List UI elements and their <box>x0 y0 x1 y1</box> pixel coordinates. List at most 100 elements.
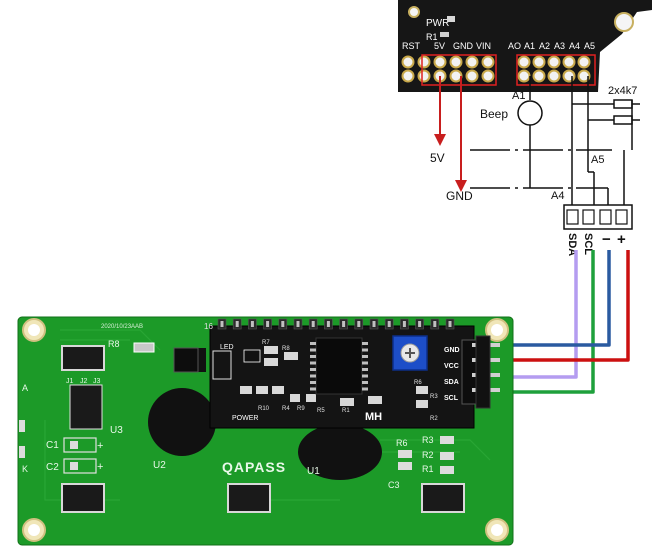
arduino-header-pin <box>449 69 463 83</box>
gnd-wire <box>472 250 611 347</box>
arduino-header-pin <box>433 55 447 69</box>
power-pins-highlight <box>421 54 497 86</box>
arduino-header-pin <box>532 55 546 69</box>
pin-label-5v: 5V <box>434 41 445 51</box>
backpack-header-pin-core <box>281 321 285 327</box>
lcd-silk-c3: C3 <box>388 480 400 490</box>
u3-chip <box>69 384 103 430</box>
header-label-sda: SDA <box>444 379 459 386</box>
chip-pin <box>310 342 316 345</box>
smd-pad <box>440 436 454 444</box>
backpack-smd <box>306 394 316 402</box>
backpack-header-pin-core <box>235 321 239 327</box>
arduino-header-pin <box>562 55 576 69</box>
arduino-board: PWR R1 RST 5V GND VIN AO A1 A2 A3 A4 A5 <box>398 0 652 92</box>
backpack-silk-r6: R6 <box>414 380 422 386</box>
arduino-header-pin <box>417 55 431 69</box>
connector-label-scl: SCL <box>582 233 594 255</box>
smd-pad <box>398 450 412 458</box>
i2c-side-header <box>461 339 477 405</box>
connector-pin-scl <box>582 209 595 225</box>
backpack-smd <box>240 386 252 394</box>
pin-label-a4: A4 <box>569 41 580 51</box>
c2-capacitor <box>63 458 97 474</box>
arduino-header-pin <box>417 69 431 83</box>
pin-label-gnd: GND <box>453 41 474 51</box>
arduino-header-pin <box>517 69 531 83</box>
chip-pin <box>310 387 316 391</box>
smd-pad <box>440 452 454 460</box>
r1-resistor <box>440 32 449 37</box>
backpack-header-pin-core <box>372 321 376 327</box>
smd-pad <box>440 466 454 474</box>
backpack-silk-r8: R8 <box>282 346 290 352</box>
backpack-silk-power: POWER <box>232 415 258 422</box>
lcd-silk-j3: J3 <box>93 378 101 385</box>
schematic: 5V GND A1 Beep A4 A5 2x4k7 <box>430 76 640 256</box>
backpack-smd <box>284 352 298 360</box>
arduino-header-pin <box>401 69 415 83</box>
c1-capacitor <box>63 437 97 453</box>
pin-label-a2: A2 <box>539 41 550 51</box>
header-label-vcc: VCC <box>444 363 459 370</box>
resistor-label: 2x4k7 <box>608 85 637 97</box>
pullup-resistor-1 <box>613 99 633 109</box>
chip-pin <box>362 374 368 378</box>
gnd-arrow-head <box>455 180 467 192</box>
i2c-backpack: 16 LED R7 R8 P3 POWER R10 R4 R9 R5 R1 R2… <box>173 318 500 429</box>
lcd-silk-r3: R3 <box>422 435 434 445</box>
backpack-header-pin-core <box>250 321 254 327</box>
pin-label-a3: A3 <box>554 41 565 51</box>
lcd-silk-j2: J2 <box>80 378 88 385</box>
backpack-silk-r5: R5 <box>317 408 325 414</box>
connector-label-minus: − <box>602 231 611 248</box>
c1-pad <box>70 441 78 449</box>
lcd-silk-j1: J1 <box>66 378 74 385</box>
backpack-smd <box>416 386 428 394</box>
lcd-silk-c2: C2 <box>46 462 59 473</box>
board-mounting-hole <box>614 12 634 32</box>
lcd-mounting-hole-center <box>28 324 40 336</box>
backpack-silk-led: LED <box>220 344 234 351</box>
pin-label-rst: RST <box>402 41 421 51</box>
backpack-silk-r10: R10 <box>258 406 270 412</box>
lcd-silk-c2-plus: + <box>97 461 103 473</box>
connector-pin-gnd <box>599 209 612 225</box>
backpack-smd <box>243 349 261 363</box>
arduino-header-pin <box>547 69 561 83</box>
i2c-header-housing <box>475 335 491 409</box>
side-pin-a <box>19 420 25 432</box>
arduino-header-pin <box>481 55 495 69</box>
pwr-led <box>447 16 455 22</box>
arduino-header-pin <box>481 69 495 83</box>
5v-label: 5V <box>430 151 445 165</box>
backpack-smd <box>272 386 284 394</box>
backpack-silk-r7: R7 <box>262 340 270 346</box>
arduino-header-pin <box>562 69 576 83</box>
board-mounting-hole <box>408 6 420 18</box>
connector-pin-sda <box>566 209 579 225</box>
chip-pin <box>310 368 316 371</box>
connector-label-plus: + <box>617 231 626 248</box>
arduino-header-pin <box>465 55 479 69</box>
arduino-pin-headers <box>401 55 591 83</box>
lcd-silk-c1: C1 <box>46 440 59 451</box>
chip-pin <box>362 361 368 365</box>
u1-chip-blob <box>298 424 382 480</box>
lcd-leg <box>61 345 105 371</box>
arduino-header-pin <box>577 55 591 69</box>
backpack-smd <box>368 396 382 404</box>
backpack-smd <box>290 394 300 402</box>
backpack-silk-16: 16 <box>204 322 213 331</box>
backpack-silk-r2: R2 <box>430 416 438 422</box>
arduino-header-pin <box>577 69 591 83</box>
backpack-header-pin-core <box>448 321 452 327</box>
backpack-silk-r1: R1 <box>342 408 350 414</box>
chip-pin <box>310 381 316 384</box>
backpack-smd <box>264 346 278 354</box>
lcd-leg <box>227 483 271 513</box>
lcd-silk-u2: U2 <box>153 460 166 471</box>
arduino-header-pin <box>449 55 463 69</box>
lcd-silk-c1-plus: + <box>97 440 103 452</box>
